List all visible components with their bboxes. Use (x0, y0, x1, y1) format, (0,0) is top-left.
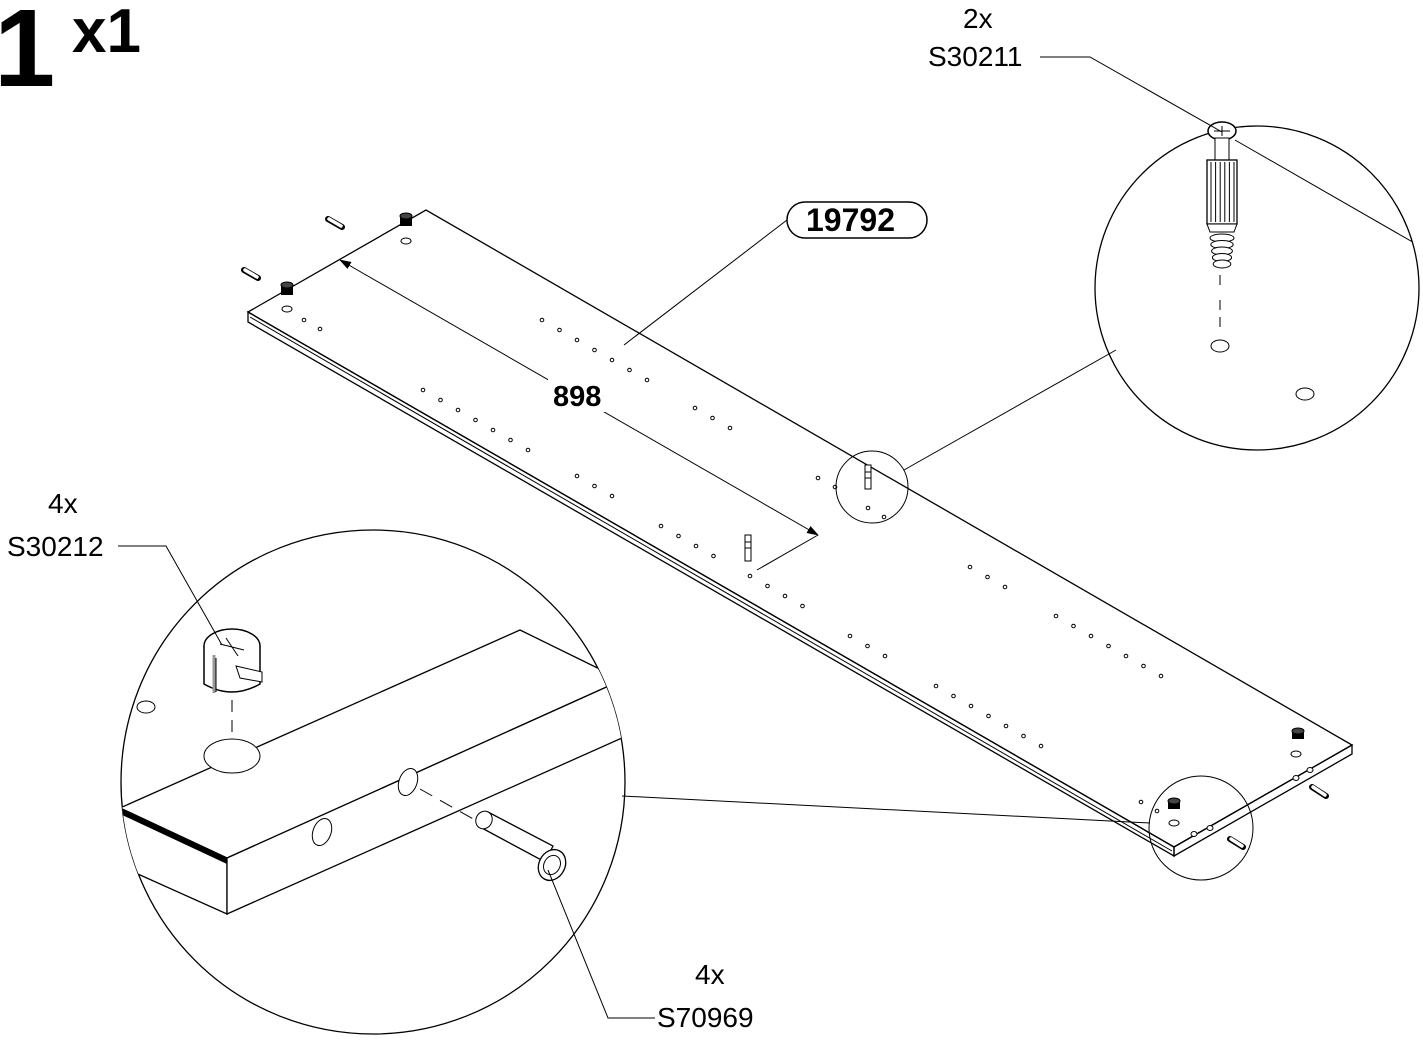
panel-hole (592, 347, 597, 353)
panel-hole (865, 505, 871, 511)
panel-hole (627, 367, 632, 373)
panel-hole (968, 703, 974, 709)
panel-hole (1002, 584, 1008, 590)
panel-hole (747, 573, 753, 579)
panel-hole (490, 427, 496, 433)
panel-hole (1106, 643, 1111, 649)
callout-code-bottom: S70969 (657, 1002, 754, 1033)
part-number: 19792 (806, 202, 895, 238)
panel-hole (693, 543, 699, 549)
panel-hole (557, 327, 562, 333)
step-quantity: x1 (72, 0, 141, 66)
panel-hole (967, 564, 973, 570)
panel-hole (609, 357, 615, 363)
panel-hole (865, 643, 870, 649)
panel-hole (711, 553, 716, 559)
cam-fitting-top-2 (280, 281, 294, 313)
panel-hole (882, 653, 888, 659)
panel-hole (609, 493, 615, 499)
panel-hole (765, 583, 770, 589)
callout-code-top-right: S30211 (928, 41, 1022, 72)
part-label-badge (623, 201, 928, 346)
panel-hole (1138, 799, 1144, 805)
dowel-enlarged (475, 810, 567, 882)
dimension-line (339, 259, 819, 571)
zoom-detail-top-right (1094, 121, 1420, 451)
panel-hole (815, 475, 821, 481)
panel-hole (710, 415, 715, 421)
panel-hole (574, 337, 580, 343)
panel-hole (1003, 723, 1009, 729)
panel-hole (1088, 633, 1094, 639)
cam-bolt-enlarged (1206, 121, 1238, 269)
cam-fitting-top-1 (399, 212, 413, 245)
dowel-top-1 (325, 216, 345, 230)
panel-hole (692, 405, 698, 411)
panel-hole (525, 447, 531, 453)
panel-hole (1158, 673, 1164, 679)
panel-hole (727, 425, 733, 431)
panel-hole (317, 326, 323, 332)
panel-hole (438, 397, 443, 403)
panel-hole (847, 633, 853, 639)
dimension-label: 898 (553, 381, 601, 413)
cam-bolt-1 (864, 464, 872, 490)
panel-hole (782, 593, 788, 599)
corner-fitting-left (1167, 797, 1246, 850)
panel-hole (951, 693, 956, 699)
detail-marker-middle (835, 450, 909, 524)
callout-code-left: S30212 (7, 531, 104, 562)
corner-fitting-right (1290, 727, 1329, 799)
zoom-detail-bottom-left (120, 529, 626, 1035)
panel-hole (933, 683, 939, 689)
callout-qty-bottom: 4x (695, 959, 725, 990)
panel-hole (676, 533, 681, 539)
panel-hole (1123, 653, 1129, 659)
panel-hole (301, 317, 307, 323)
panel-hole (455, 407, 461, 413)
panel-hole (644, 377, 650, 383)
panel-hole (1071, 623, 1076, 629)
detail-marker-corner (1148, 775, 1254, 881)
panel-hole (1053, 613, 1059, 619)
panel-hole (1141, 663, 1146, 669)
panel-hole (420, 387, 426, 393)
panel-hole (881, 514, 887, 520)
panel-hole (1021, 733, 1026, 739)
panel-hole (800, 603, 805, 609)
callout-qty-left: 4x (48, 488, 78, 519)
panel-hole (986, 713, 991, 719)
panel-hole (473, 417, 478, 423)
cam-bolt-2 (744, 534, 752, 562)
panel-hole (1038, 743, 1044, 749)
callout-qty-top-right: 2x (963, 3, 993, 34)
panel-hole (658, 523, 664, 529)
panel-hole (508, 437, 513, 443)
panel-hole (985, 574, 990, 580)
panel-hole (592, 483, 597, 489)
cam-lock-enlarged (203, 628, 263, 693)
panel-hole (539, 317, 545, 323)
panel-hole (1154, 808, 1160, 814)
panel-hole (574, 473, 580, 479)
step-number: 1 (0, 0, 55, 110)
dowel-top-2 (241, 267, 261, 281)
